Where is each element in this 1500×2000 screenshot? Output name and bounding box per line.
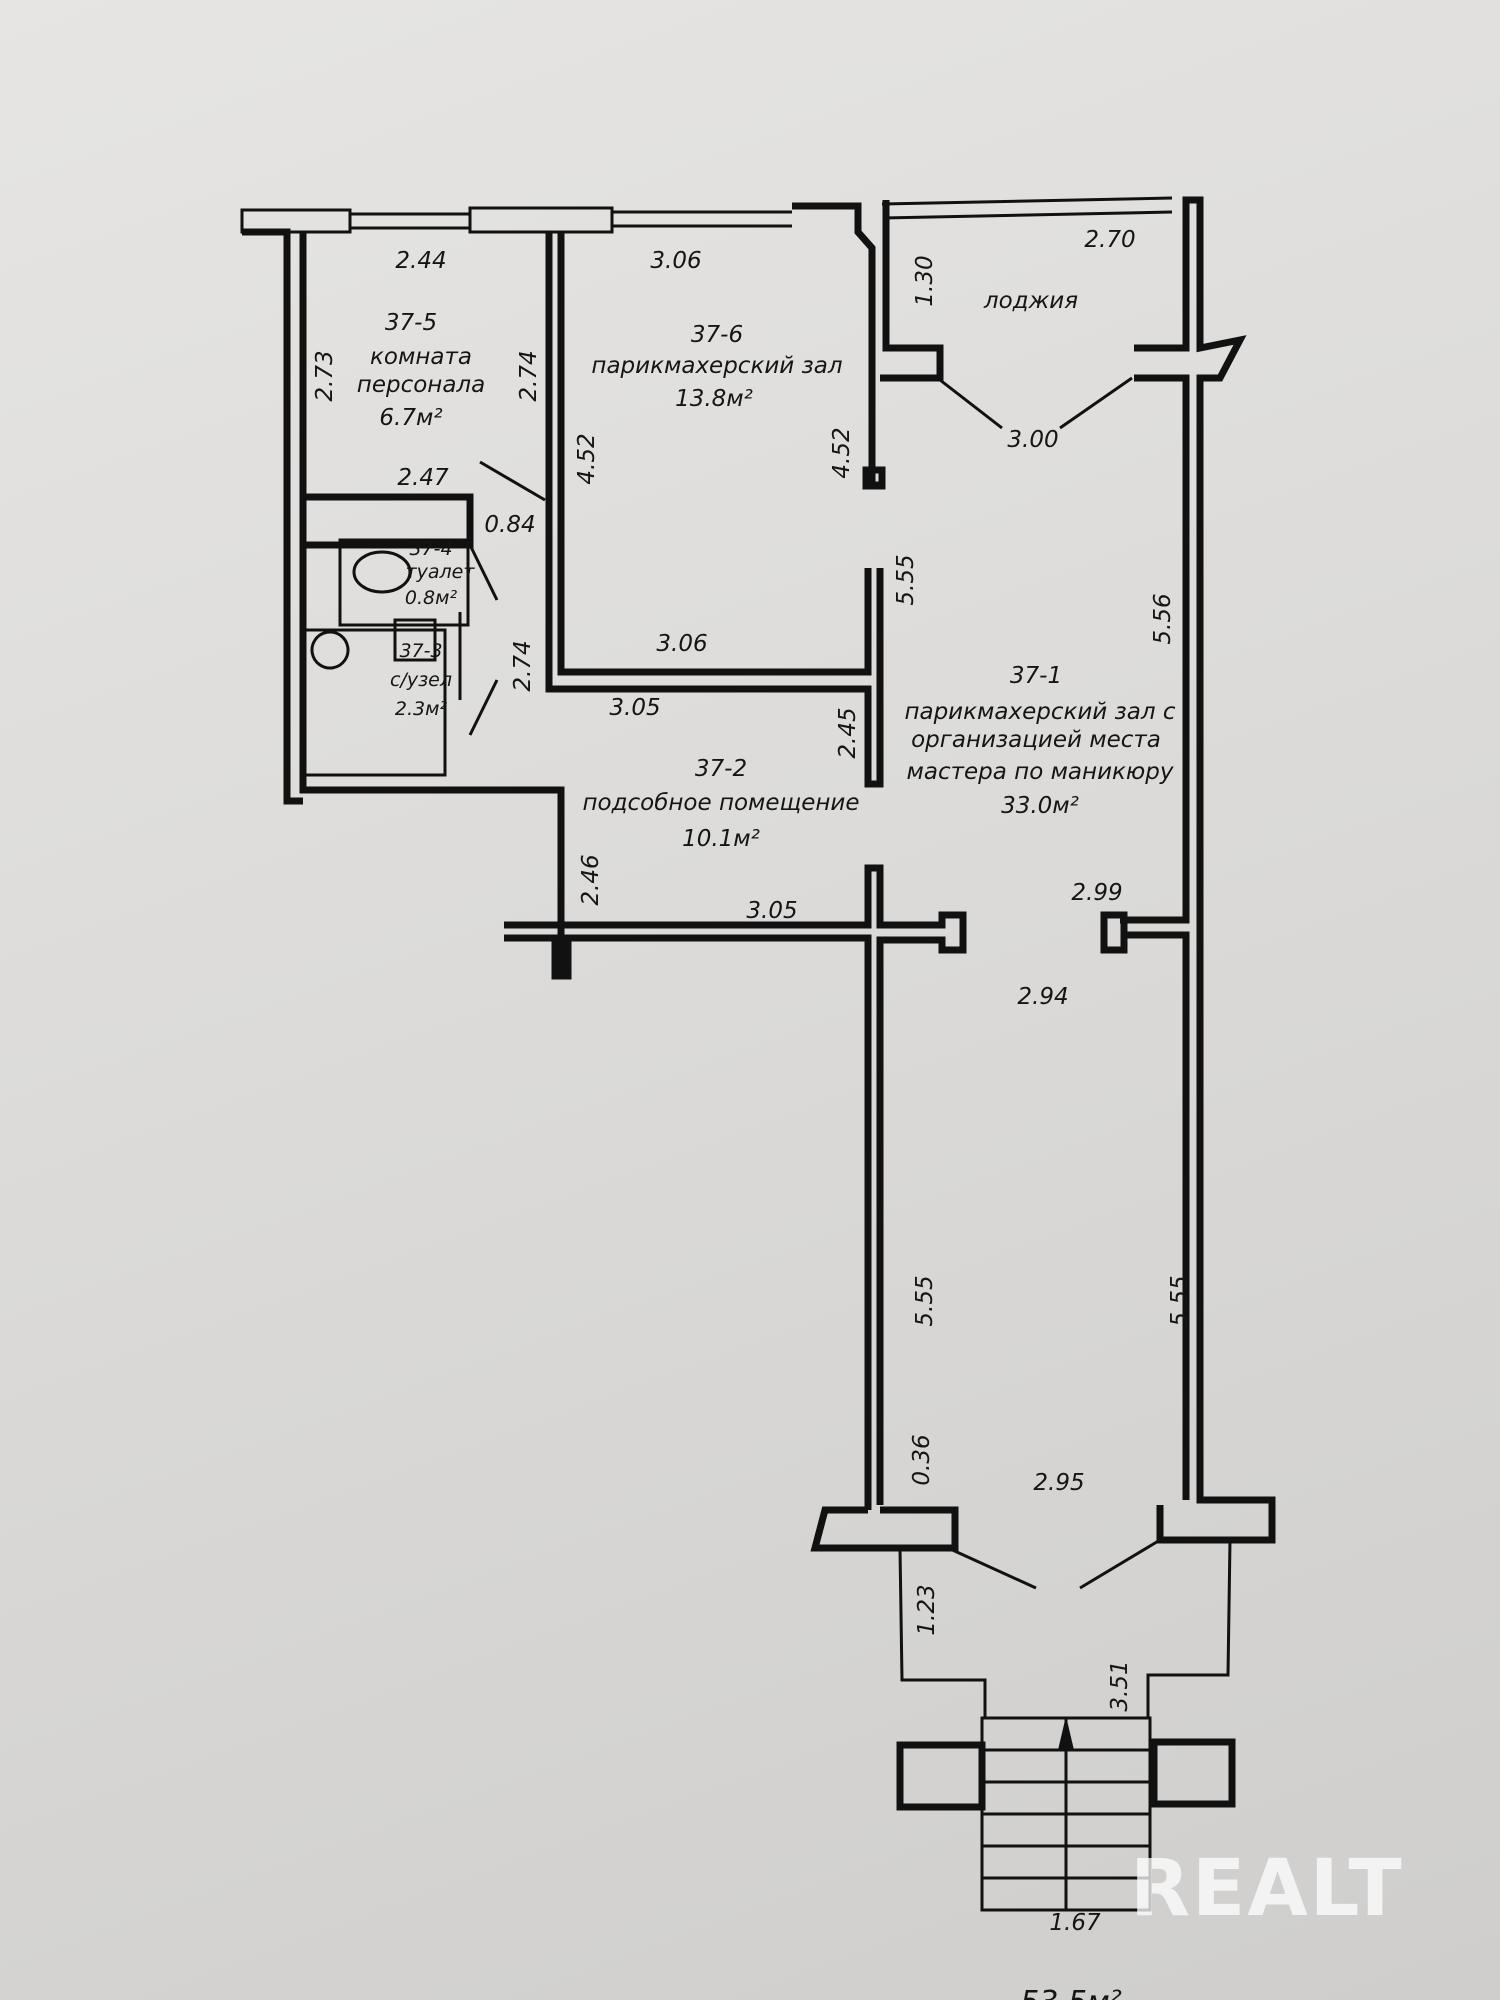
dimension: 4.52 (829, 427, 855, 478)
dimension: 2.46 (578, 854, 604, 905)
total-area: 53.5м² (1020, 1985, 1121, 2000)
room-37-1-name2: организацией места (911, 727, 1161, 753)
room-37-5-name2: персонала (357, 372, 485, 398)
stair-arrow-icon (1058, 1716, 1074, 1750)
dimension: 5.55 (912, 1275, 938, 1326)
room-37-5-id: 37-5 (385, 310, 437, 336)
room-37-3-area: 2.3м² (395, 698, 448, 720)
realt-watermark-logo: REALT (1130, 1844, 1404, 1934)
dimension: 3.00 (1007, 427, 1058, 453)
dimension: 1.23 (914, 1584, 940, 1635)
room-37-4-area: 0.8м² (405, 587, 458, 609)
dimension: 2.99 (1071, 880, 1122, 906)
room-37-1-id: 37-1 (1010, 663, 1062, 689)
dimension: 3.06 (656, 631, 707, 657)
walls (240, 196, 1276, 1912)
room-37-1-name3: мастера по маникюру (907, 759, 1174, 785)
dimension: 0.84 (484, 512, 535, 538)
room-labels: 37-5 комната персонала 6.7м² 37-6 парикм… (357, 288, 1176, 852)
room-37-6-name: парикмахерский зал (591, 353, 842, 379)
dimension: 2.47 (397, 465, 449, 491)
room-37-5-name: комната (370, 344, 472, 370)
room-37-4-name: туалет (406, 561, 476, 583)
room-37-2-id: 37-2 (695, 756, 747, 782)
dimension: 4.52 (574, 433, 600, 484)
dimension: 2.73 (312, 350, 338, 401)
dimension: 2.74 (516, 350, 542, 401)
dimension: 2.44 (395, 248, 446, 274)
room-37-6-id: 37-6 (691, 322, 743, 348)
room-37-5-area: 6.7м² (379, 405, 442, 431)
dimension: 5.56 (1150, 593, 1176, 644)
room-37-2-area: 10.1м² (682, 826, 760, 852)
dimension: 3.05 (609, 695, 660, 721)
dimension: 3.05 (746, 898, 797, 924)
dimension: 2.70 (1084, 227, 1135, 253)
dimension: 2.74 (510, 640, 536, 691)
room-37-3-name: с/узел (390, 669, 452, 691)
dimension: 3.06 (650, 248, 701, 274)
room-37-3-id: 37-3 (399, 640, 442, 662)
dimension: 2.95 (1033, 1470, 1084, 1496)
room-37-6-area: 13.8м² (675, 386, 753, 412)
dimension: 1.30 (912, 255, 938, 306)
room-37-1-area: 33.0м² (1001, 793, 1079, 819)
room-37-1-name: парикмахерский зал с (904, 699, 1175, 725)
dimension-labels: 2.44 2.73 2.74 3.06 4.52 4.52 1.30 2.70 … (312, 227, 1193, 1936)
dimension: 3.51 (1107, 1660, 1133, 1711)
room-37-2-name: подсобное помещение (582, 790, 859, 816)
dimension: 2.45 (835, 707, 861, 758)
dimension: 5.55 (893, 554, 919, 605)
dimension: 2.94 (1017, 984, 1068, 1010)
dimension: 1.67 (1049, 1910, 1101, 1936)
dimension: 5.55 (1167, 1275, 1193, 1326)
dimension: 0.36 (909, 1434, 935, 1485)
loggia-label: лоджия (983, 288, 1078, 314)
room-37-4-id: 37-4 (409, 538, 452, 560)
